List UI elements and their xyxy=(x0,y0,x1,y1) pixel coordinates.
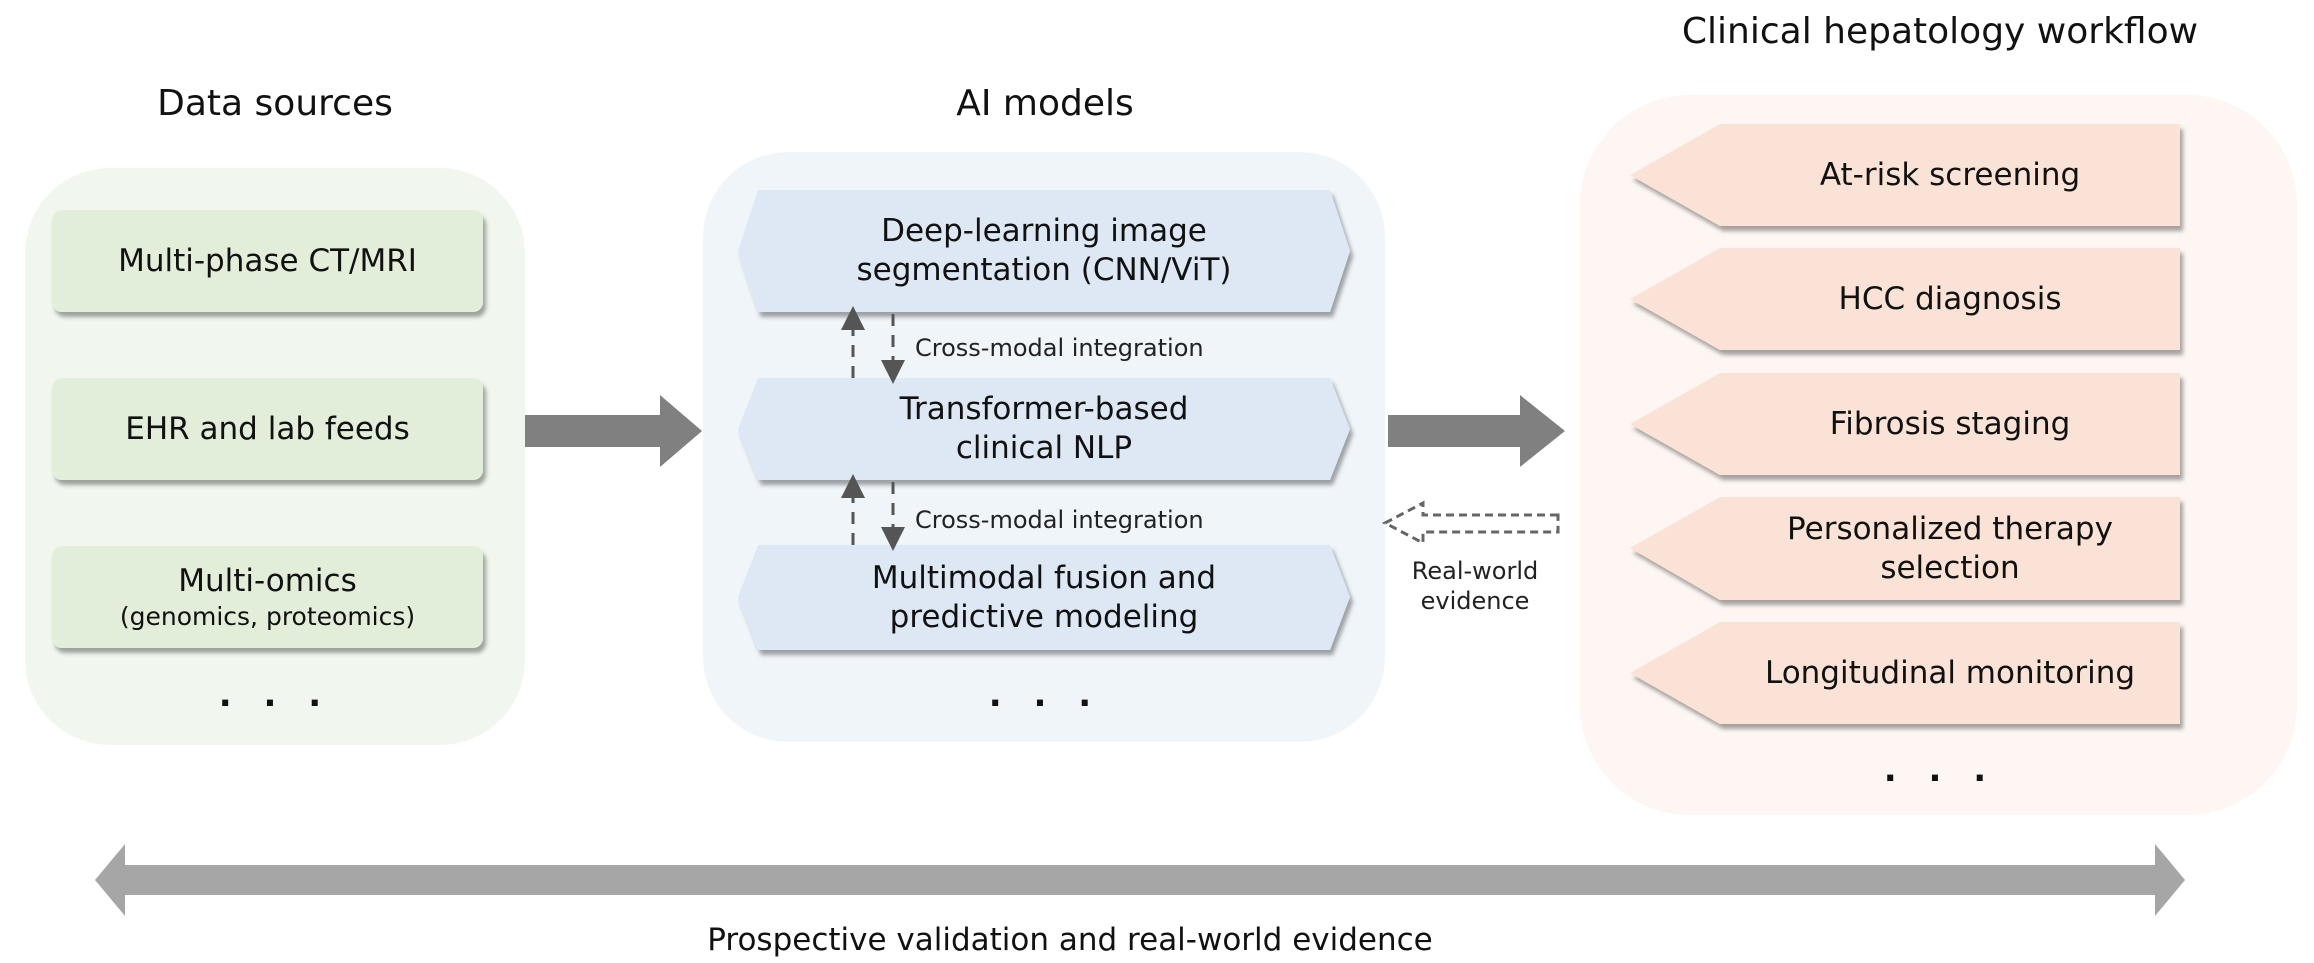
feedback-label-line2: evidence xyxy=(1420,587,1530,615)
workflow-step-shape xyxy=(1630,497,2180,600)
ai-model-hexagon xyxy=(738,190,1350,312)
data-source-label: EHR and lab feeds xyxy=(52,378,483,480)
workflow-title: Clinical hepatology workflow xyxy=(1681,10,2199,52)
ai-model-label: Deep-learning image segmentation (CNN/Vi… xyxy=(758,190,1330,312)
cross-modal-label: Cross-modal integration xyxy=(915,334,1204,362)
workflow-more: . . . xyxy=(1883,749,1997,790)
workflow-step-label: HCC diagnosis xyxy=(1720,248,2180,350)
workflow-step-shape xyxy=(1630,622,2180,724)
validation-label: Prospective validation and real-world ev… xyxy=(707,921,1433,958)
data-sources-more: . . . xyxy=(218,674,332,715)
data-sources-title: Data sources xyxy=(157,82,393,124)
ai-model-hexagon xyxy=(738,545,1350,650)
workflow-step-line1: HCC diagnosis xyxy=(1838,280,2062,317)
workflow-step-line1: Personalized therapy xyxy=(1787,510,2113,547)
ai-model-label: Transformer-based clinical NLP xyxy=(758,378,1330,480)
workflow-step-line2: selection xyxy=(1880,549,2020,586)
data-source-label-text: EHR and lab feeds xyxy=(125,410,410,447)
ai-model-label-line2: clinical NLP xyxy=(955,430,1133,466)
ai-model-label-line1: Multimodal fusion and xyxy=(871,559,1217,596)
workflow-step-line1: At-risk screening xyxy=(1819,156,2081,193)
workflow-step-line1: Fibrosis staging xyxy=(1829,405,2071,442)
feedback-arrow-left xyxy=(1381,500,1560,546)
workflow-step-label: Longitudinal monitoring xyxy=(1720,622,2180,724)
flow-arrow-right xyxy=(525,395,702,467)
feedback-label: Real-world evidence xyxy=(1395,553,1555,619)
flow-arrow-right xyxy=(1388,395,1565,467)
workflow-step-label: At-risk screening xyxy=(1720,124,2180,226)
ai-model-label-line1: Transformer-based xyxy=(899,391,1189,428)
workflow-step-shape xyxy=(1630,373,2180,475)
ai-models-more: . . . xyxy=(988,674,1102,715)
ai-model-hexagon xyxy=(738,378,1350,480)
workflow-step-line1: Longitudinal monitoring xyxy=(1764,654,2136,691)
ai-models-title: AI models xyxy=(956,82,1134,124)
workflow-step-label: Personalized therapy selection xyxy=(1720,497,2180,600)
data-source-label: Multi-omics (genomics, proteomics) xyxy=(52,546,483,648)
validation-double-arrow xyxy=(95,844,2185,916)
workflow-step-shape xyxy=(1630,248,2180,350)
feedback-label-line1: Real-world xyxy=(1411,557,1539,585)
workflow-step-shape xyxy=(1630,124,2180,226)
workflow-step-label: Fibrosis staging xyxy=(1720,373,2180,475)
data-source-label-text: Multi-phase CT/MRI xyxy=(118,242,417,279)
ai-model-label-line1: Deep-learning image xyxy=(881,213,1207,250)
data-source-box xyxy=(52,378,483,480)
data-source-box xyxy=(52,210,483,312)
data-source-box xyxy=(52,546,483,648)
data-source-sublabel: (genomics, proteomics) xyxy=(119,601,416,631)
ai-model-label-line2: segmentation (CNN/ViT) xyxy=(856,252,1232,288)
cross-modal-label: Cross-modal integration xyxy=(915,506,1204,534)
ai-model-label: Multimodal fusion and predictive modelin… xyxy=(758,545,1330,650)
data-source-label-text: Multi-omics xyxy=(178,563,357,599)
data-source-label: Multi-phase CT/MRI xyxy=(52,210,483,312)
ai-model-label-line2: predictive modeling xyxy=(889,598,1199,635)
